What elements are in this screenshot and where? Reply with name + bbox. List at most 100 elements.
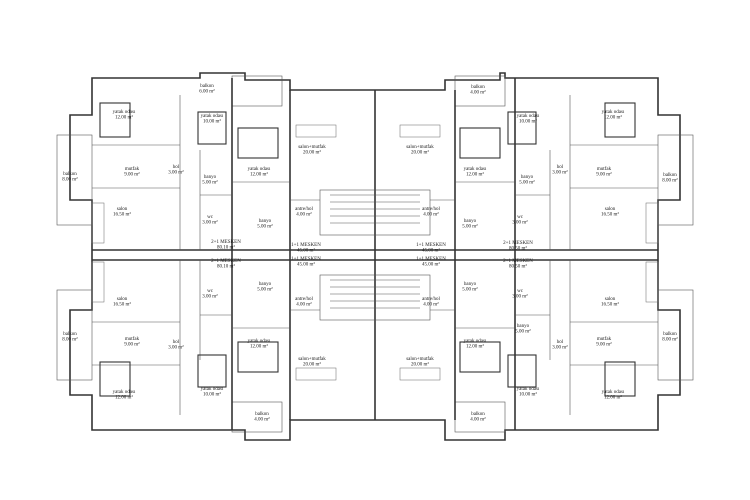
room-name: wc (207, 289, 214, 294)
room-name: yatak odası (113, 110, 136, 115)
room-area: 20.00 m² (411, 362, 429, 368)
room-name: 1+1 MESKEN (291, 243, 321, 248)
room-area: 3.00 m² (552, 345, 568, 351)
room-area: 8.00 m² (662, 337, 678, 343)
room-name: balkon (471, 85, 485, 90)
room-area: 16.50 m² (601, 302, 619, 308)
room-area: 12.00 m² (466, 172, 484, 178)
room-area: 9.00 m² (124, 172, 140, 178)
room-name: yatak odası (602, 110, 625, 115)
walls (56, 72, 694, 441)
room-area: 4.00 m² (423, 212, 439, 218)
sofa (295, 367, 337, 381)
bed (99, 361, 131, 397)
room-area: 20.00 m² (303, 150, 321, 156)
room-name: yatak odası (248, 339, 271, 344)
room-area: 20.00 m² (303, 362, 321, 368)
room-name: banyo (521, 175, 534, 180)
bed (604, 102, 636, 138)
room-area: 80.10 m² (217, 245, 235, 251)
room-area: 12.00 m² (115, 395, 133, 401)
room-area: 5.00 m² (202, 180, 218, 186)
room-area: 12.00 m² (604, 115, 622, 121)
bed (237, 127, 279, 159)
room-name: salon+mutfak (298, 357, 326, 362)
room-area: 6.00 m² (199, 89, 215, 95)
room-area: 45.00 m² (422, 248, 440, 254)
room-area: 3.00 m² (202, 294, 218, 300)
room-name: salon (117, 207, 128, 212)
room-name: banyo (259, 219, 272, 224)
room-name: yatak odası (517, 387, 540, 392)
room-name: banyo (259, 282, 272, 287)
room-name: mutfak (125, 167, 140, 172)
room-area: 80.50 m² (509, 264, 527, 270)
room-area: 12.00 m² (250, 172, 268, 178)
room-name: wc (517, 289, 524, 294)
room-name: yatak odası (248, 167, 271, 172)
room-area: 5.00 m² (519, 180, 535, 186)
room-name: 2+1 MESKEN (503, 259, 533, 264)
bed (237, 341, 279, 373)
sofa (645, 202, 659, 244)
bed (197, 354, 227, 388)
room-name: antre/hol (295, 297, 313, 302)
room-name: hol (173, 340, 180, 345)
sofa (645, 261, 659, 303)
room-area: 4.00 m² (470, 90, 486, 96)
room-area: 16.50 m² (113, 302, 131, 308)
room-name: balkon (63, 332, 77, 337)
room-area: 5.00 m² (257, 287, 273, 293)
room-name: antre/hol (422, 297, 440, 302)
room-name: yatak odası (464, 339, 487, 344)
room-area: 10.00 m² (203, 392, 221, 398)
sofa (91, 261, 105, 303)
room-name: 2+1 MESKEN (211, 240, 241, 245)
room-name: hol (173, 165, 180, 170)
room-area: 16.50 m² (113, 212, 131, 218)
room-area: 12.00 m² (466, 344, 484, 350)
room-area: 9.00 m² (596, 342, 612, 348)
room-name: balkon (663, 173, 677, 178)
room-name: 1+1 MESKEN (291, 257, 321, 262)
room-name: salon+mutfak (406, 145, 434, 150)
room-name: banyo (464, 219, 477, 224)
room-area: 3.00 m² (168, 345, 184, 351)
room-name: mutfak (597, 337, 612, 342)
room-name: salon+mutfak (406, 357, 434, 362)
room-area: 80.10 m² (217, 264, 235, 270)
sofa (399, 367, 441, 381)
room-area: 3.00 m² (168, 170, 184, 176)
